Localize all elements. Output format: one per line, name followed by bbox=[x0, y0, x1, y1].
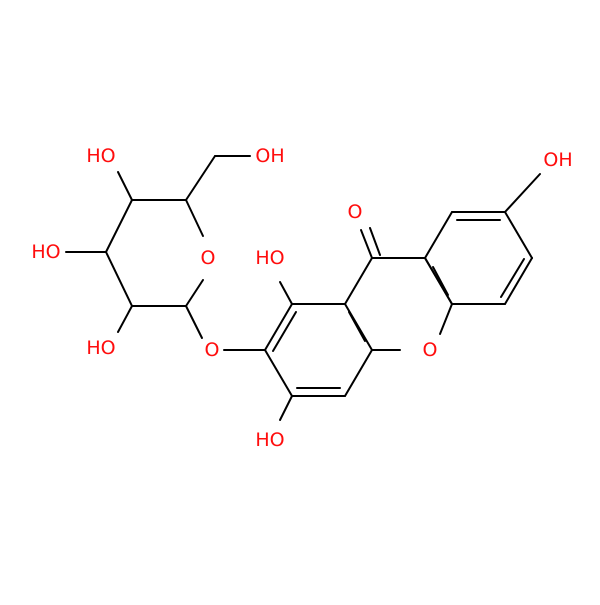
bond bbox=[185, 199, 204, 237]
hydroxyl-label: HO bbox=[255, 429, 284, 451]
bond bbox=[185, 155, 216, 201]
bond bbox=[279, 395, 293, 421]
hydroxyl-label: HO bbox=[255, 247, 284, 269]
hydroxyl-label: OH bbox=[543, 149, 572, 171]
atom-labels: HO OH HO HO O O O OH HO HO O bbox=[31, 145, 572, 451]
bond bbox=[117, 305, 133, 333]
bond bbox=[105, 199, 133, 253]
bond bbox=[105, 251, 133, 307]
bond bbox=[504, 211, 533, 259]
bond bbox=[264, 303, 293, 351]
hydroxyl-label: HO bbox=[31, 241, 60, 263]
bond bbox=[360, 229, 373, 259]
bond bbox=[272, 311, 297, 352]
bond bbox=[264, 349, 293, 397]
bond bbox=[185, 279, 204, 307]
bond bbox=[117, 171, 133, 201]
bond bbox=[504, 257, 533, 305]
bond bbox=[279, 281, 293, 305]
bond bbox=[344, 257, 373, 305]
hydroxyl-label: HO bbox=[86, 145, 115, 167]
hydroxymethyl-label: OH bbox=[255, 145, 284, 167]
bond bbox=[344, 349, 373, 397]
bond bbox=[432, 266, 449, 296]
bond bbox=[185, 305, 203, 339]
bond bbox=[439, 303, 453, 335]
sugar-ring bbox=[65, 155, 251, 339]
aromatic-ring-a bbox=[264, 281, 373, 421]
carbonyl-oxygen-label: O bbox=[348, 201, 363, 223]
xanthone-oxygen-label: O bbox=[423, 339, 438, 361]
bond bbox=[500, 258, 525, 298]
ring-oxygen-label: O bbox=[201, 247, 216, 269]
hydroxyl-label: HO bbox=[86, 337, 115, 359]
glycosidic-oxygen-label: O bbox=[205, 339, 220, 361]
bond bbox=[348, 311, 366, 342]
bond bbox=[424, 211, 453, 259]
bond bbox=[369, 227, 381, 256]
bond bbox=[504, 173, 541, 213]
bond bbox=[424, 257, 453, 305]
aromatic-ring-c bbox=[424, 173, 541, 305]
